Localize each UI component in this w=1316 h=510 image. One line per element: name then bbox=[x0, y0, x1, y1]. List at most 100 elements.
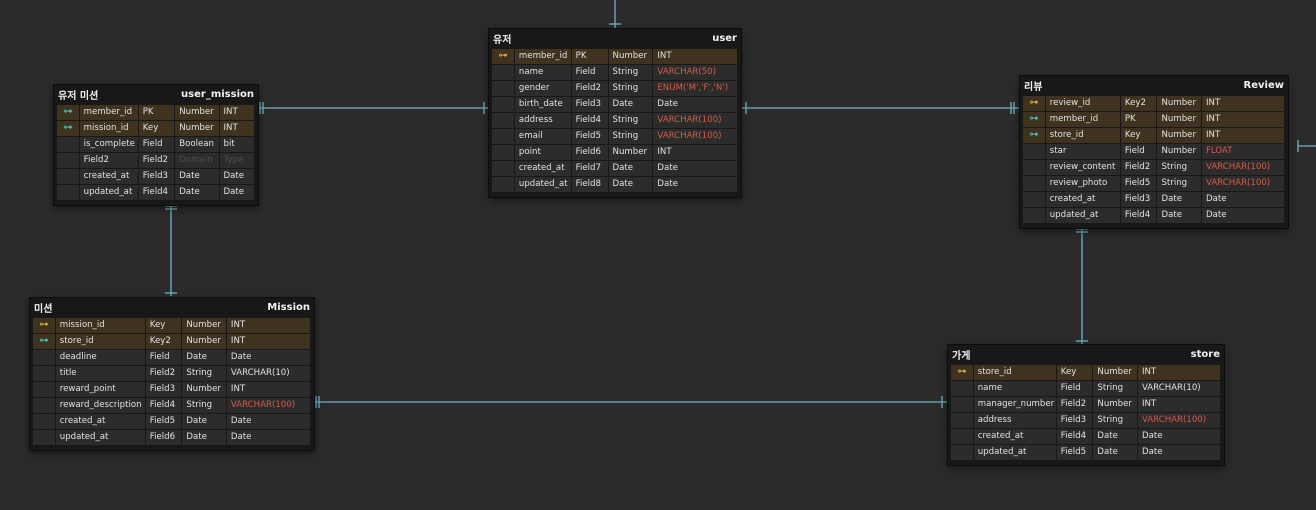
field-domain[interactable]: String bbox=[1093, 413, 1137, 428]
field-key[interactable]: Field3 bbox=[1056, 413, 1093, 428]
field-name[interactable]: updated_at bbox=[1045, 208, 1120, 223]
field-key[interactable]: Field2 bbox=[145, 366, 182, 381]
field-name[interactable]: store_id bbox=[1045, 128, 1120, 143]
field-domain[interactable]: Number bbox=[1157, 144, 1201, 159]
field-name[interactable]: deadline bbox=[55, 350, 145, 365]
field-type[interactable]: VARCHAR(100) bbox=[653, 113, 737, 128]
field-domain[interactable]: Date bbox=[1157, 208, 1201, 223]
field-name[interactable]: name bbox=[973, 381, 1056, 396]
field-type[interactable]: Date bbox=[653, 177, 737, 192]
field-key[interactable]: PK bbox=[138, 105, 175, 120]
field-type[interactable]: Date bbox=[226, 430, 310, 445]
field-name[interactable]: member_id bbox=[514, 49, 571, 64]
field-type[interactable]: Date bbox=[1137, 445, 1221, 460]
field-domain[interactable]: Number bbox=[1093, 365, 1137, 380]
field-name[interactable]: updated_at bbox=[514, 177, 571, 192]
field-name[interactable]: address bbox=[973, 413, 1056, 428]
field-name[interactable]: gender bbox=[514, 81, 571, 96]
field-name[interactable]: point bbox=[514, 145, 571, 160]
field-type[interactable]: INT bbox=[1201, 128, 1285, 143]
field-name[interactable]: updated_at bbox=[79, 185, 138, 200]
field-domain[interactable]: Number bbox=[608, 145, 653, 160]
field-name[interactable]: title bbox=[55, 366, 145, 381]
field-domain[interactable]: Date bbox=[182, 350, 226, 365]
field-key[interactable]: Field5 bbox=[1120, 176, 1157, 191]
field-name[interactable]: member_id bbox=[79, 105, 138, 120]
field-domain[interactable]: String bbox=[1157, 176, 1201, 191]
field-name[interactable]: star bbox=[1045, 144, 1120, 159]
field-type[interactable]: Date bbox=[1137, 429, 1221, 444]
field-type[interactable]: VARCHAR(100) bbox=[653, 129, 737, 144]
field-name[interactable]: address bbox=[514, 113, 571, 128]
field-key[interactable]: Key bbox=[1056, 365, 1093, 380]
field-domain[interactable]: String bbox=[608, 113, 653, 128]
field-key[interactable]: Field5 bbox=[571, 129, 608, 144]
field-name[interactable]: created_at bbox=[79, 169, 138, 184]
field-key[interactable]: Key2 bbox=[145, 334, 182, 349]
field-name[interactable]: mission_id bbox=[55, 318, 145, 333]
field-type[interactable]: INT bbox=[219, 105, 254, 120]
field-key[interactable]: Field4 bbox=[571, 113, 608, 128]
field-type[interactable]: INT bbox=[1201, 112, 1285, 127]
field-key[interactable]: Field6 bbox=[571, 145, 608, 160]
field-domain[interactable]: Number bbox=[175, 121, 219, 136]
field-type[interactable]: VARCHAR(10) bbox=[226, 366, 310, 381]
field-name[interactable]: manager_number bbox=[973, 397, 1056, 412]
field-name[interactable]: store_id bbox=[55, 334, 145, 349]
field-type[interactable]: Date bbox=[226, 414, 310, 429]
field-key[interactable]: Field4 bbox=[1120, 208, 1157, 223]
field-type[interactable]: Date bbox=[1201, 208, 1285, 223]
field-key[interactable]: PK bbox=[571, 49, 608, 64]
field-name[interactable]: reward_description bbox=[55, 398, 145, 413]
field-type[interactable]: INT bbox=[219, 121, 254, 136]
field-domain[interactable]: Date bbox=[1093, 429, 1137, 444]
field-key[interactable]: Field3 bbox=[138, 169, 175, 184]
field-domain[interactable]: Number bbox=[182, 318, 226, 333]
field-key[interactable]: Field6 bbox=[145, 430, 182, 445]
field-key[interactable]: Key2 bbox=[1120, 96, 1157, 111]
field-domain[interactable]: String bbox=[608, 81, 653, 96]
field-key[interactable]: Field7 bbox=[571, 161, 608, 176]
field-name[interactable]: created_at bbox=[1045, 192, 1120, 207]
field-domain[interactable]: String bbox=[608, 65, 653, 80]
field-key[interactable]: Field bbox=[1056, 381, 1093, 396]
field-domain[interactable]: Number bbox=[1093, 397, 1137, 412]
field-key[interactable]: Field2 bbox=[571, 81, 608, 96]
field-domain[interactable]: Date bbox=[182, 430, 226, 445]
field-name[interactable]: name bbox=[514, 65, 571, 80]
field-type[interactable]: INT bbox=[653, 145, 737, 160]
field-key[interactable]: Key bbox=[1120, 128, 1157, 143]
field-key[interactable]: PK bbox=[1120, 112, 1157, 127]
field-name[interactable]: review_content bbox=[1045, 160, 1120, 175]
field-name[interactable]: review_photo bbox=[1045, 176, 1120, 191]
field-domain[interactable]: Date bbox=[1157, 192, 1201, 207]
field-domain[interactable]: Date bbox=[608, 161, 653, 176]
field-domain[interactable]: Number bbox=[608, 49, 653, 64]
field-domain[interactable]: Date bbox=[182, 414, 226, 429]
field-name[interactable]: created_at bbox=[55, 414, 145, 429]
field-key[interactable]: Field2 bbox=[1120, 160, 1157, 175]
field-key[interactable]: Field bbox=[1120, 144, 1157, 159]
